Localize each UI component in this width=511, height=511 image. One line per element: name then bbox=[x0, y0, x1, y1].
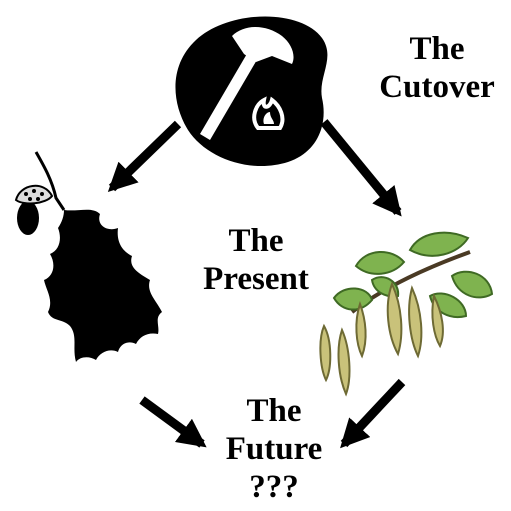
arrow-birch-to-future bbox=[340, 378, 406, 449]
future-label: The Future ??? bbox=[210, 392, 338, 506]
cutover-label: The Cutover bbox=[362, 30, 511, 106]
oak-leaf-acorn-icon bbox=[14, 151, 162, 362]
birch-catkin-icon bbox=[319, 231, 494, 397]
cutover-label-line-2: Cutover bbox=[379, 69, 495, 105]
arrow-cutover-to-birch bbox=[320, 119, 402, 217]
present-label-line-1: The bbox=[228, 223, 284, 259]
present-label-line-2: Present bbox=[203, 261, 309, 297]
arrow-cutover-to-oak bbox=[107, 120, 182, 193]
present-label: The Present bbox=[196, 222, 316, 298]
future-label-line-2: Future bbox=[225, 431, 323, 467]
arrow-oak-to-future bbox=[139, 396, 207, 448]
future-label-line-1: The bbox=[246, 393, 302, 429]
cutover-label-line-1: The bbox=[409, 31, 465, 67]
future-label-line-3: ??? bbox=[249, 469, 299, 505]
axe-fire-icon bbox=[175, 16, 328, 167]
